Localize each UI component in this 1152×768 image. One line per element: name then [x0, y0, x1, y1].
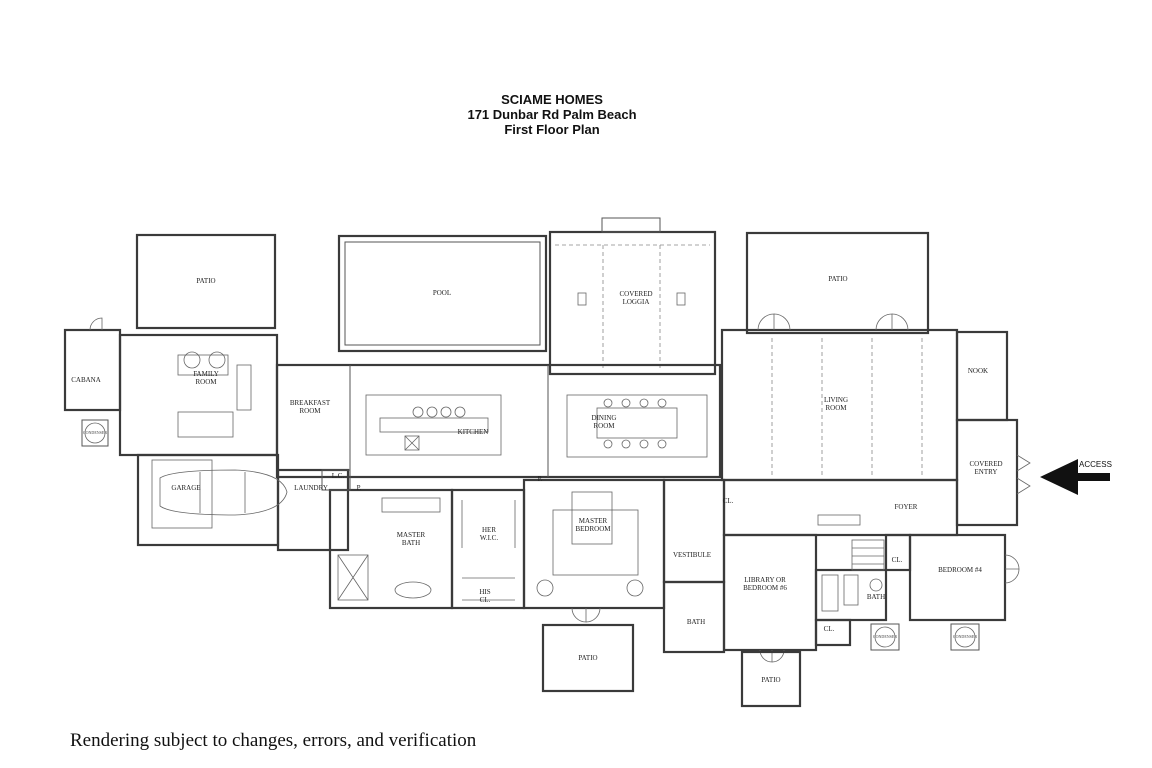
- plan-name: First Floor Plan: [504, 122, 600, 137]
- patio-right-label: PATIO: [828, 275, 847, 283]
- family-room-furniture: [177, 351, 252, 438]
- nook-label: NOOK: [968, 367, 988, 375]
- his-cl-label-2: CL.: [480, 596, 491, 604]
- family-room-label-2: ROOM: [195, 378, 217, 386]
- covered-loggia-label-1: COVERED: [619, 290, 652, 298]
- family-room-label-1: FAMILY: [193, 370, 219, 378]
- his-cl-label-1: HIS: [479, 588, 490, 596]
- dining-room-label-1: DINING: [592, 414, 617, 422]
- master-bath-fixtures: [337, 497, 441, 601]
- pantry-a-label: P.: [357, 484, 362, 492]
- bath-b-label: BATH: [867, 593, 885, 601]
- svg-text:CONDENSER: CONDENSER: [873, 634, 897, 639]
- dining-room-label-2: ROOM: [593, 422, 615, 430]
- her-wic-label-1: HER: [482, 526, 496, 534]
- condenser-east-1: CONDENSER: [870, 623, 900, 651]
- svg-text:CONDENSER: CONDENSER: [83, 430, 107, 435]
- covered-loggia-area: COVERED LOGGIA: [548, 217, 717, 376]
- cabana-label: CABANA: [71, 376, 101, 384]
- patio-left-area: PATIO: [135, 233, 277, 330]
- kitchen-island: [365, 394, 502, 456]
- bedroom4-label: BEDROOM #4: [938, 566, 982, 574]
- condenser-cabana: CONDENSER: [81, 419, 109, 447]
- closet-b-label: CL.: [892, 556, 903, 564]
- condenser-units: CONDENSER CONDENSER CONDENSER: [81, 419, 980, 651]
- condenser-east-2: CONDENSER: [950, 623, 980, 651]
- patio-front-area: PATIO: [740, 650, 802, 708]
- wic-shelves: [461, 500, 516, 601]
- company-name: SCIAME HOMES: [501, 92, 603, 107]
- patio-bottom-area: PATIO: [541, 623, 635, 693]
- master-bedroom-label-2: BEDROOM: [575, 525, 611, 533]
- access-arrow-icon: [1040, 459, 1110, 495]
- living-room-label-2: ROOM: [825, 404, 847, 412]
- garage-car: [151, 459, 288, 529]
- lc-label: L.C.: [332, 472, 345, 480]
- door-swings: [89, 313, 1031, 663]
- bath-a-label: BATH: [687, 618, 705, 626]
- house-walls: [63, 328, 1019, 654]
- master-bedroom-label-1: MASTER: [579, 517, 608, 525]
- master-bed: [536, 491, 644, 597]
- master-bath-label-2: BATH: [402, 539, 420, 547]
- foyer-stair: [817, 514, 885, 571]
- bath-fixtures-east: [821, 574, 883, 612]
- patio-left-label: PATIO: [196, 277, 215, 285]
- patio-right-area: PATIO: [745, 231, 930, 335]
- breakfast-room-label-1: BREAKFAST: [290, 399, 331, 407]
- patio-front-label: PATIO: [761, 676, 780, 684]
- access-indicator: ACCESS: [1040, 459, 1112, 495]
- kitchen-label: KITCHEN: [458, 428, 489, 436]
- patio-bottom-label: PATIO: [578, 654, 597, 662]
- svg-text:CONDENSER: CONDENSER: [953, 634, 977, 639]
- pool-area: POOL: [337, 234, 548, 353]
- address: 171 Dunbar Rd Palm Beach: [467, 107, 637, 122]
- covered-entry-label-2: ENTRY: [975, 468, 998, 476]
- living-room-label-1: LIVING: [824, 396, 848, 404]
- library-label-2: BEDROOM #6: [743, 584, 787, 592]
- covered-loggia-label-2: LOGGIA: [623, 298, 650, 306]
- access-label: ACCESS: [1079, 460, 1112, 469]
- pool-label: POOL: [433, 289, 451, 297]
- plan-title-block: SCIAME HOMES 171 Dunbar Rd Palm Beach Fi…: [0, 92, 1104, 137]
- breakfast-room-label-2: ROOM: [299, 407, 321, 415]
- covered-entry-label-1: COVERED: [969, 460, 1002, 468]
- her-wic-label-2: W.I.C.: [480, 534, 498, 542]
- closet-a-label: CL.: [824, 625, 835, 633]
- library-label-1: LIBRARY OR: [744, 576, 786, 584]
- garage-label: GARAGE: [171, 484, 200, 492]
- laundry-label: LAUNDRY: [294, 484, 328, 492]
- master-bath-label-1: MASTER: [397, 531, 426, 539]
- vestibule-label: VESTIBULE: [673, 551, 711, 559]
- closet-c-label: CL.: [723, 497, 734, 505]
- pantry-b-label: P.: [538, 475, 543, 483]
- disclaimer-note: Rendering subject to changes, errors, an…: [70, 730, 477, 751]
- foyer-label: FOYER: [895, 503, 918, 511]
- living-room-beams: [771, 338, 923, 475]
- dining-table: [566, 394, 708, 458]
- room-labels: CABANA FAMILY ROOM BREAKFAST ROOM KITCHE…: [71, 367, 1002, 633]
